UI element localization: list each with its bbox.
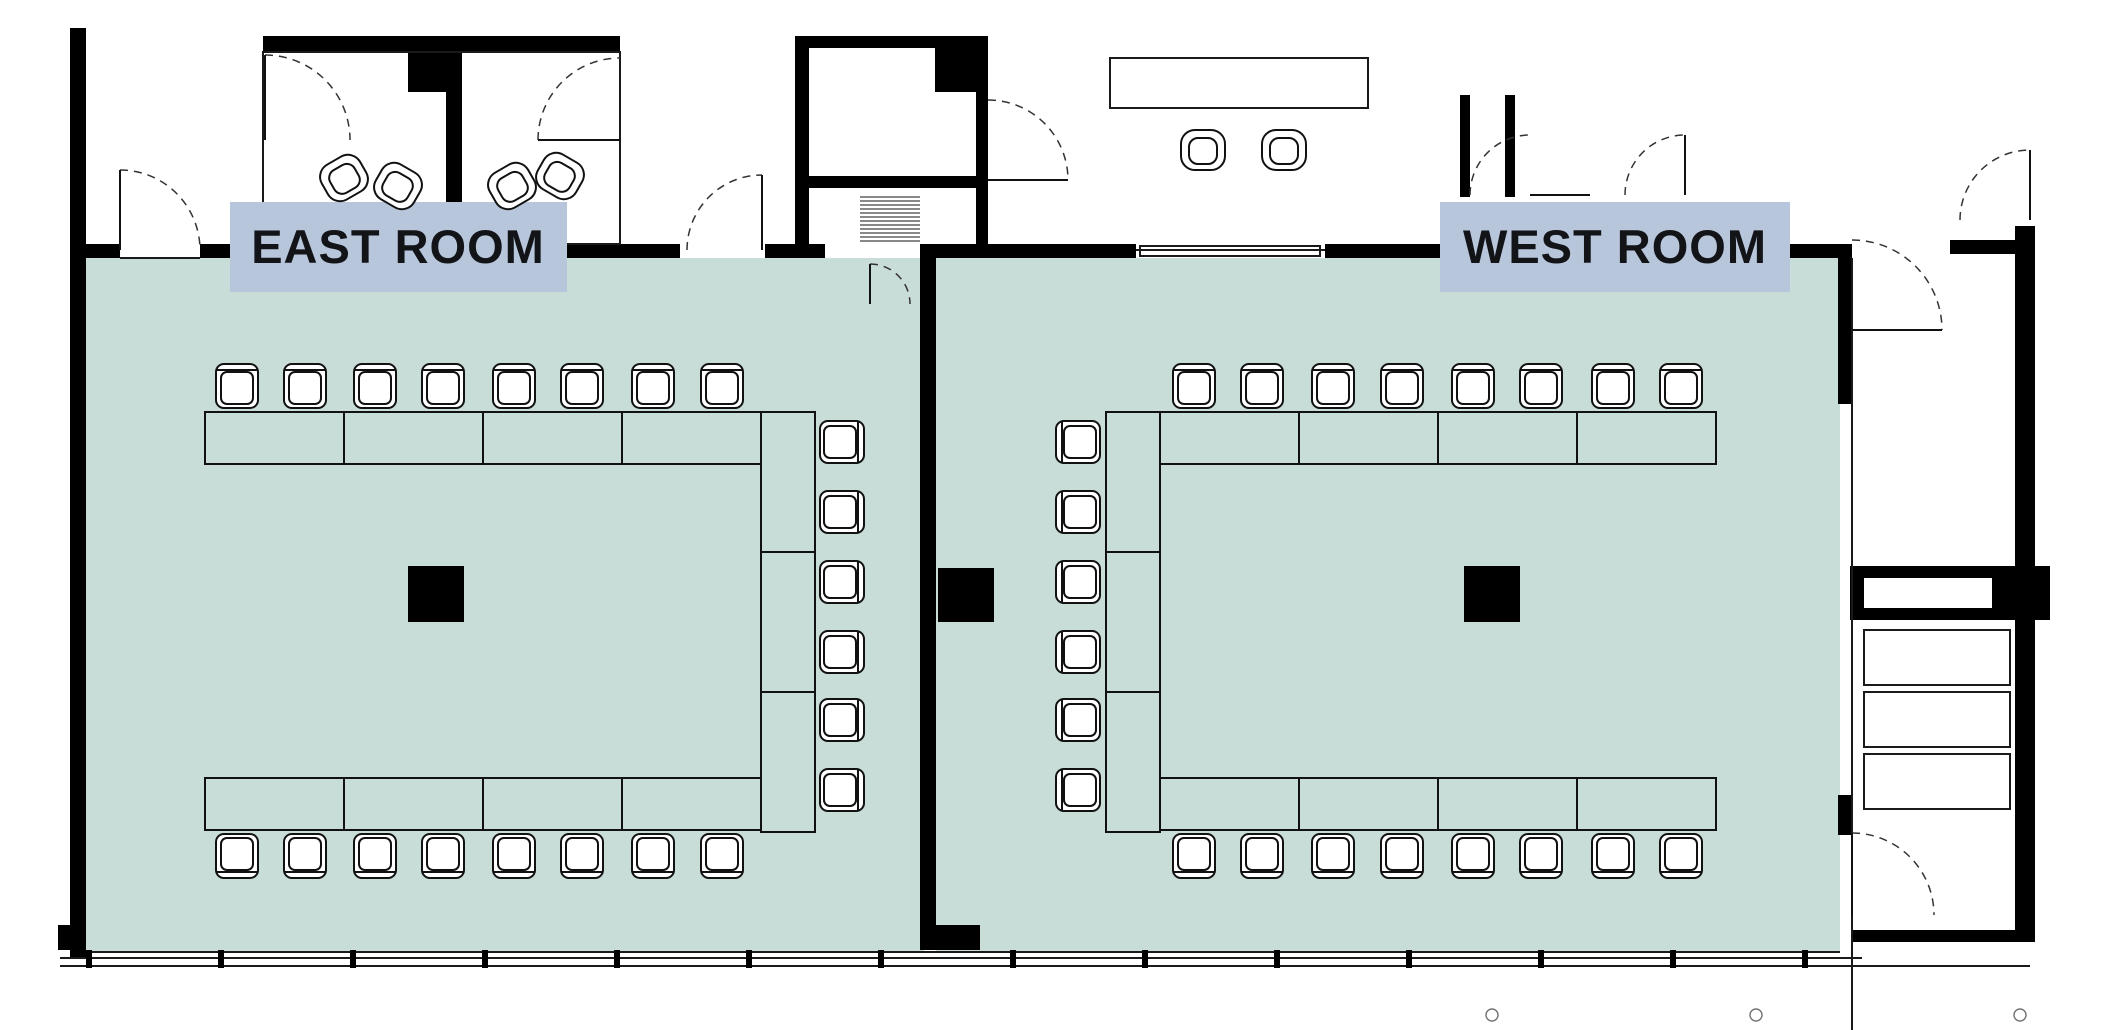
west-room-label-text: WEST ROOM [1463,220,1767,273]
chair-icon [1055,630,1101,674]
door-swing-icon [537,57,621,141]
chair-icon [421,833,465,879]
chair-icon [1055,560,1101,604]
column-east [408,566,464,622]
chair-icon [1591,833,1635,879]
marker-circle [2013,1008,2027,1022]
chair-icon [819,768,865,812]
chair-icon [700,363,744,409]
door-swing-icon [686,174,763,251]
chair-icon [283,833,327,879]
chair-icon [353,833,397,879]
chair-icon [1451,363,1495,409]
table-segment [760,691,816,833]
lounge-chair-icon [373,161,423,211]
chair-icon [492,833,536,879]
walls [58,28,2050,958]
chair-icon [1055,420,1101,464]
marker-circle [1485,1008,1499,1022]
window-mullions [86,950,1808,968]
table-segment [1576,411,1717,465]
door-swing-icon [987,99,1069,181]
chair-icon [1380,363,1424,409]
chair-icon [1380,833,1424,879]
door-swing-icon [1624,134,1686,196]
door-swing-icon [1469,134,1590,196]
window-line [60,51,2030,1030]
chair-icon [1519,833,1563,879]
chair-icon [1591,363,1635,409]
chair-icon [1311,363,1355,409]
door-swing-icon [1959,149,2031,221]
lounge-chair-icon [319,153,369,203]
chair-icon [492,363,536,409]
door-swing-icon [264,54,351,141]
chair-icon [353,363,397,409]
lounge-chair-icon [1261,129,1307,171]
chair-icon [1451,833,1495,879]
chair-icon [819,560,865,604]
chair-icon [819,490,865,534]
east-room-label-text: EAST ROOM [251,220,545,273]
chair-icon [1172,833,1216,879]
door-swing-icon [1851,239,1943,331]
lounge-chair-icon [487,161,537,211]
chair-icon [1240,363,1284,409]
chair-icon [1055,698,1101,742]
chair-icon [560,833,604,879]
marker-circle [1749,1008,1763,1022]
chair-icon [819,630,865,674]
table-segment [1105,691,1161,833]
lounge-chair-icon [535,151,585,201]
table-segment [1576,777,1717,831]
chair-icon [1519,363,1563,409]
chair-icon [1055,490,1101,534]
chair-icon [421,363,465,409]
east-room-label: EAST ROOM [230,202,567,292]
chair-icon [819,698,865,742]
chair-icon [1055,768,1101,812]
chair-icon [1659,833,1703,879]
chair-icon [215,363,259,409]
chair-icon [631,363,675,409]
chair-icon [560,363,604,409]
stair-icon [860,196,920,242]
door-swing-icon [869,263,911,305]
west-room-label: WEST ROOM [1440,202,1790,292]
chair-icon [700,833,744,879]
column-west [1464,566,1520,622]
door-swing-icon [1851,832,1935,916]
chair-icon [631,833,675,879]
lounge-chair-icon [1180,129,1226,171]
chair-icon [819,420,865,464]
chair-icon [1659,363,1703,409]
chair-icon [1172,363,1216,409]
door-swing-icon [119,169,201,251]
chair-icon [1240,833,1284,879]
chair-icon [1311,833,1355,879]
chair-icon [283,363,327,409]
chair-icon [215,833,259,879]
